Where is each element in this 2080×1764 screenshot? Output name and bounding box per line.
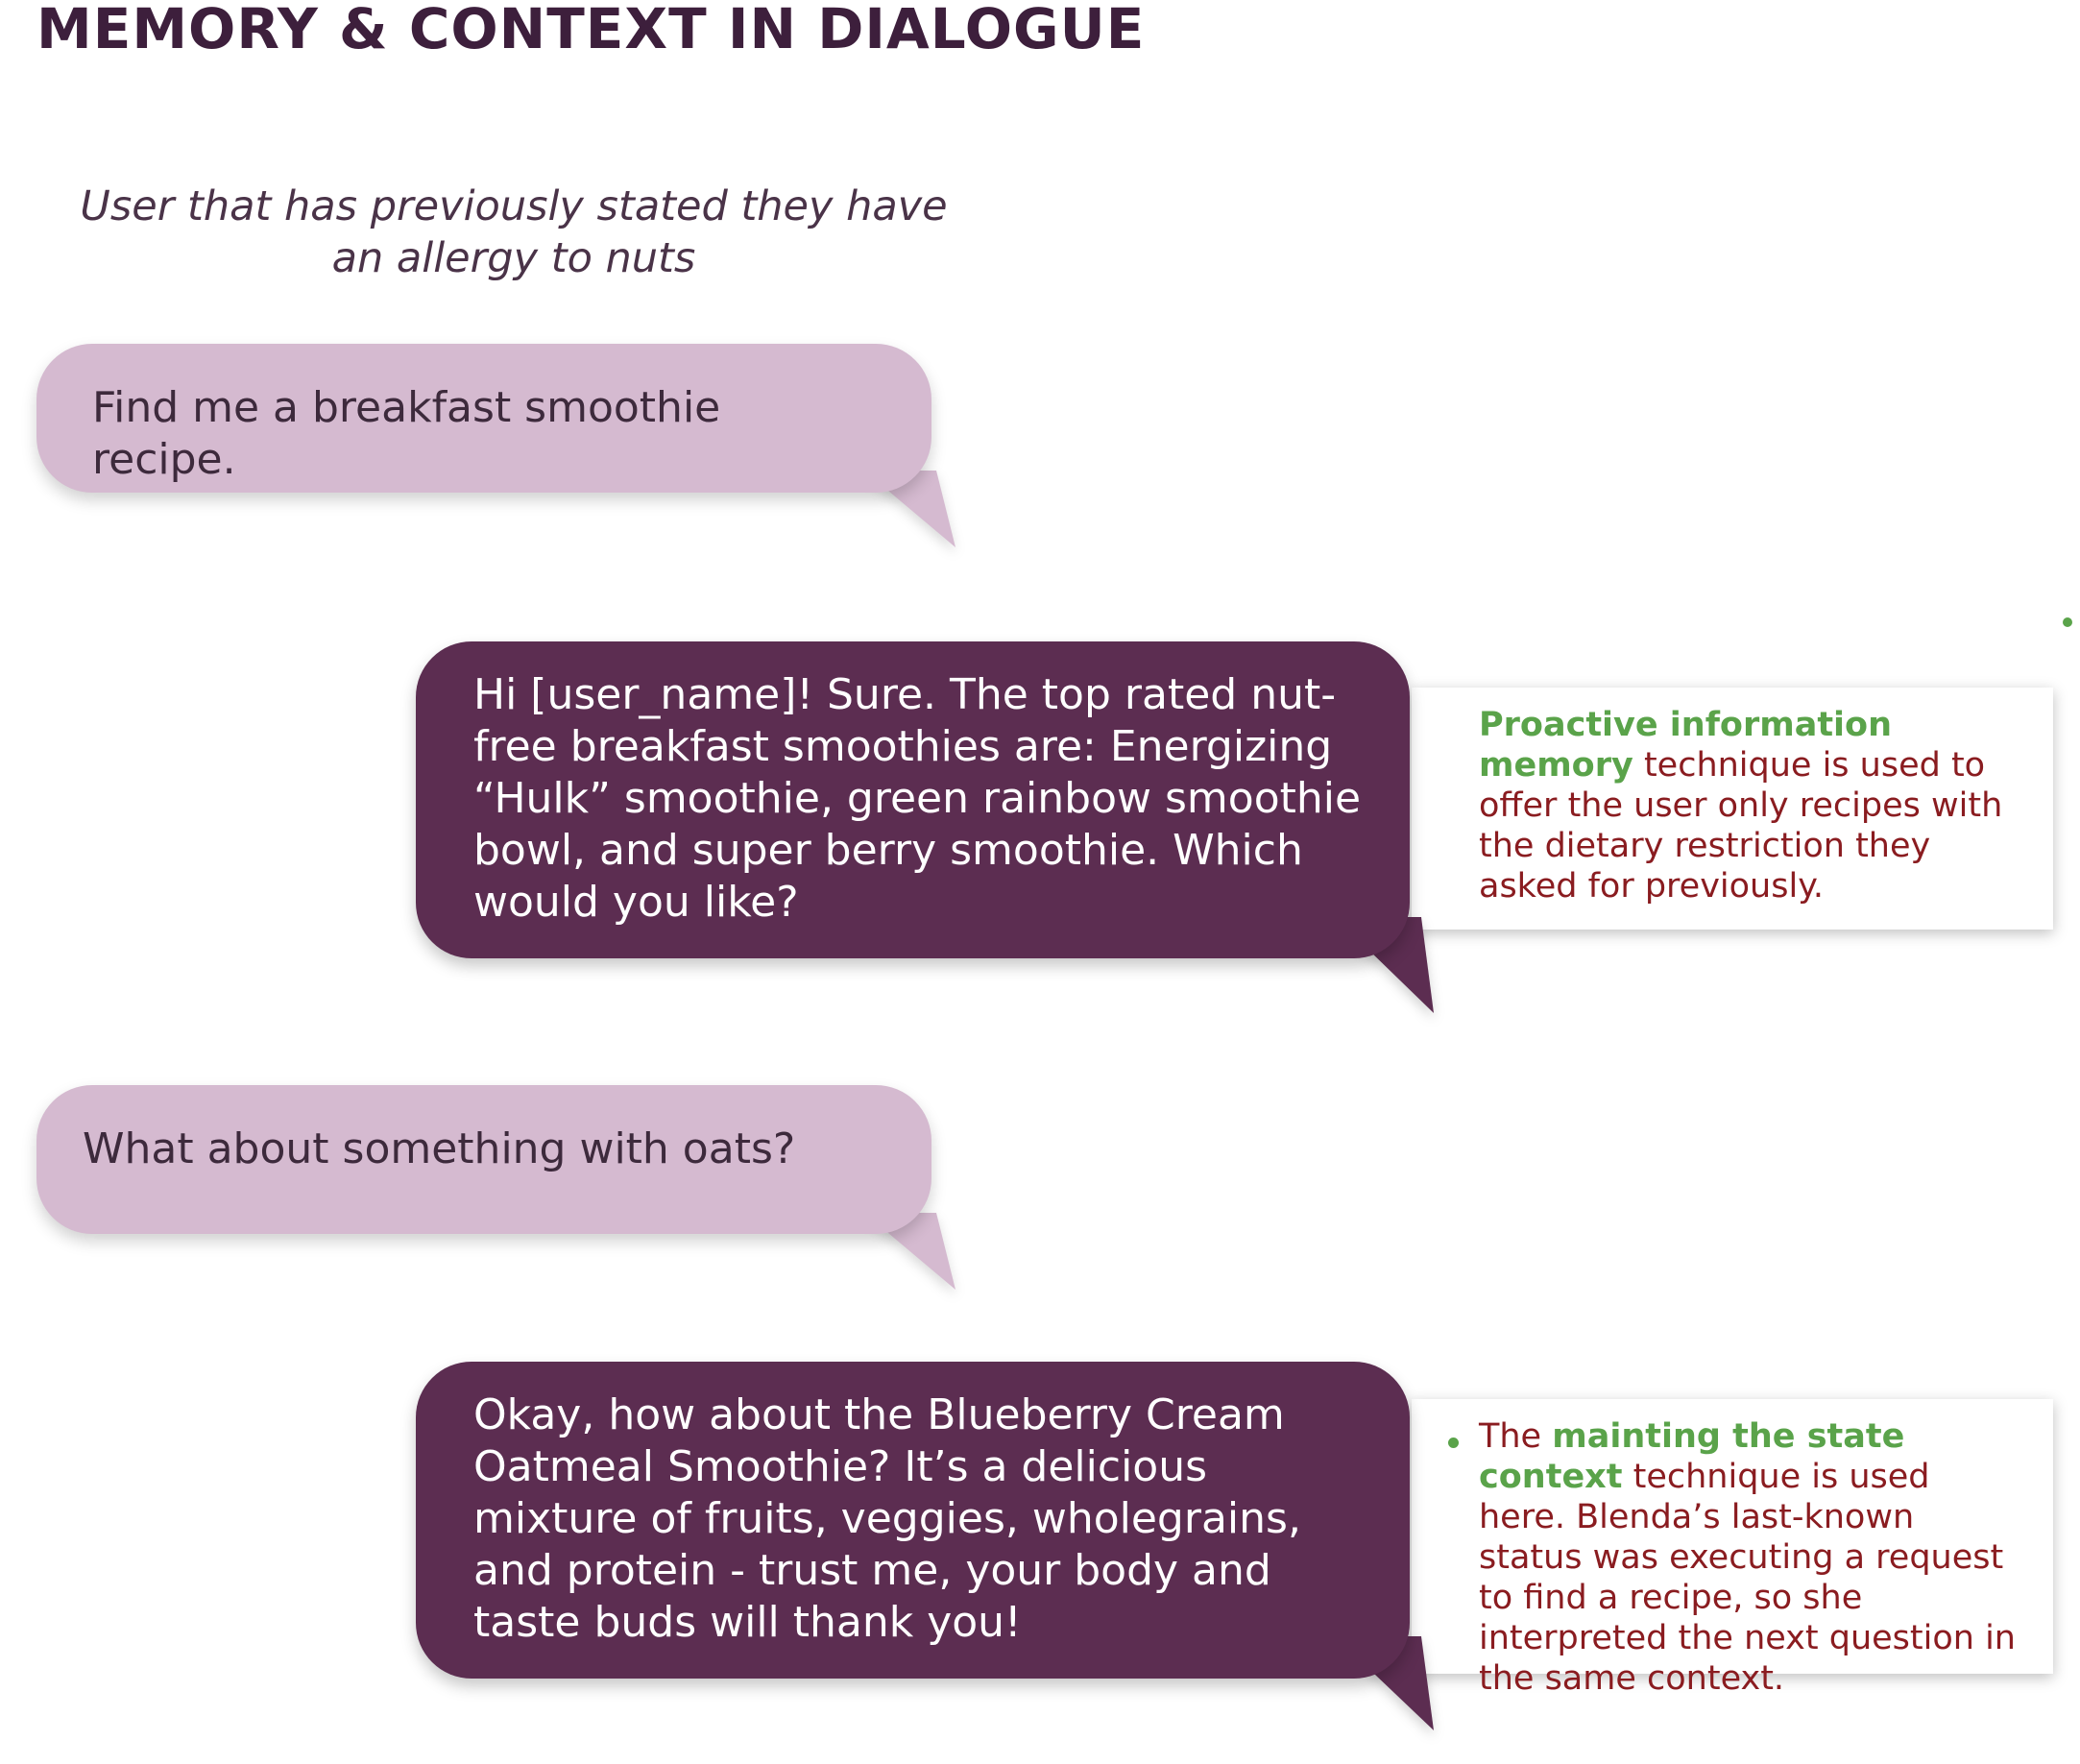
bot-message-text: Okay, how about the Blueberry Cream Oatm…: [473, 1390, 1301, 1647]
user-message-text: What about something with oats?: [83, 1124, 796, 1173]
bot-message-bubble: Okay, how about the Blueberry Cream Oatm…: [416, 1362, 1410, 1679]
page-title: MEMORY & CONTEXT IN DIALOGUE: [36, 0, 1146, 61]
user-message-bubble: What about something with oats?: [36, 1085, 931, 1234]
annotation-highlight: Proactive information memory: [1479, 706, 1893, 785]
annotation-text: technique is used here. Blenda’s last-kn…: [1479, 1458, 2016, 1698]
bullet-dot-icon: [2063, 617, 2072, 627]
annotation-highlight: mainting the state context: [1479, 1417, 1905, 1496]
annotation-text: technique is used to offer the user only…: [1479, 746, 2003, 906]
user-message-text: Find me a breakfast smoothie recipe.: [92, 383, 721, 484]
annotation-state-context: The mainting the state context technique…: [1412, 1399, 2053, 1698]
bot-message-text: Hi [user_name]! Sure. The top rated nut-…: [473, 670, 1362, 927]
bot-message-bubble: Hi [user_name]! Sure. The top rated nut-…: [416, 641, 1410, 958]
context-note: User that has previously stated they hav…: [80, 182, 948, 282]
bullet-dot-icon: [1448, 1438, 1459, 1448]
annotation-proactive-memory: Proactive information memory technique i…: [1412, 688, 2053, 930]
annotation-prefix: The: [1479, 1417, 1553, 1456]
user-message-bubble: Find me a breakfast smoothie recipe.: [36, 344, 931, 493]
